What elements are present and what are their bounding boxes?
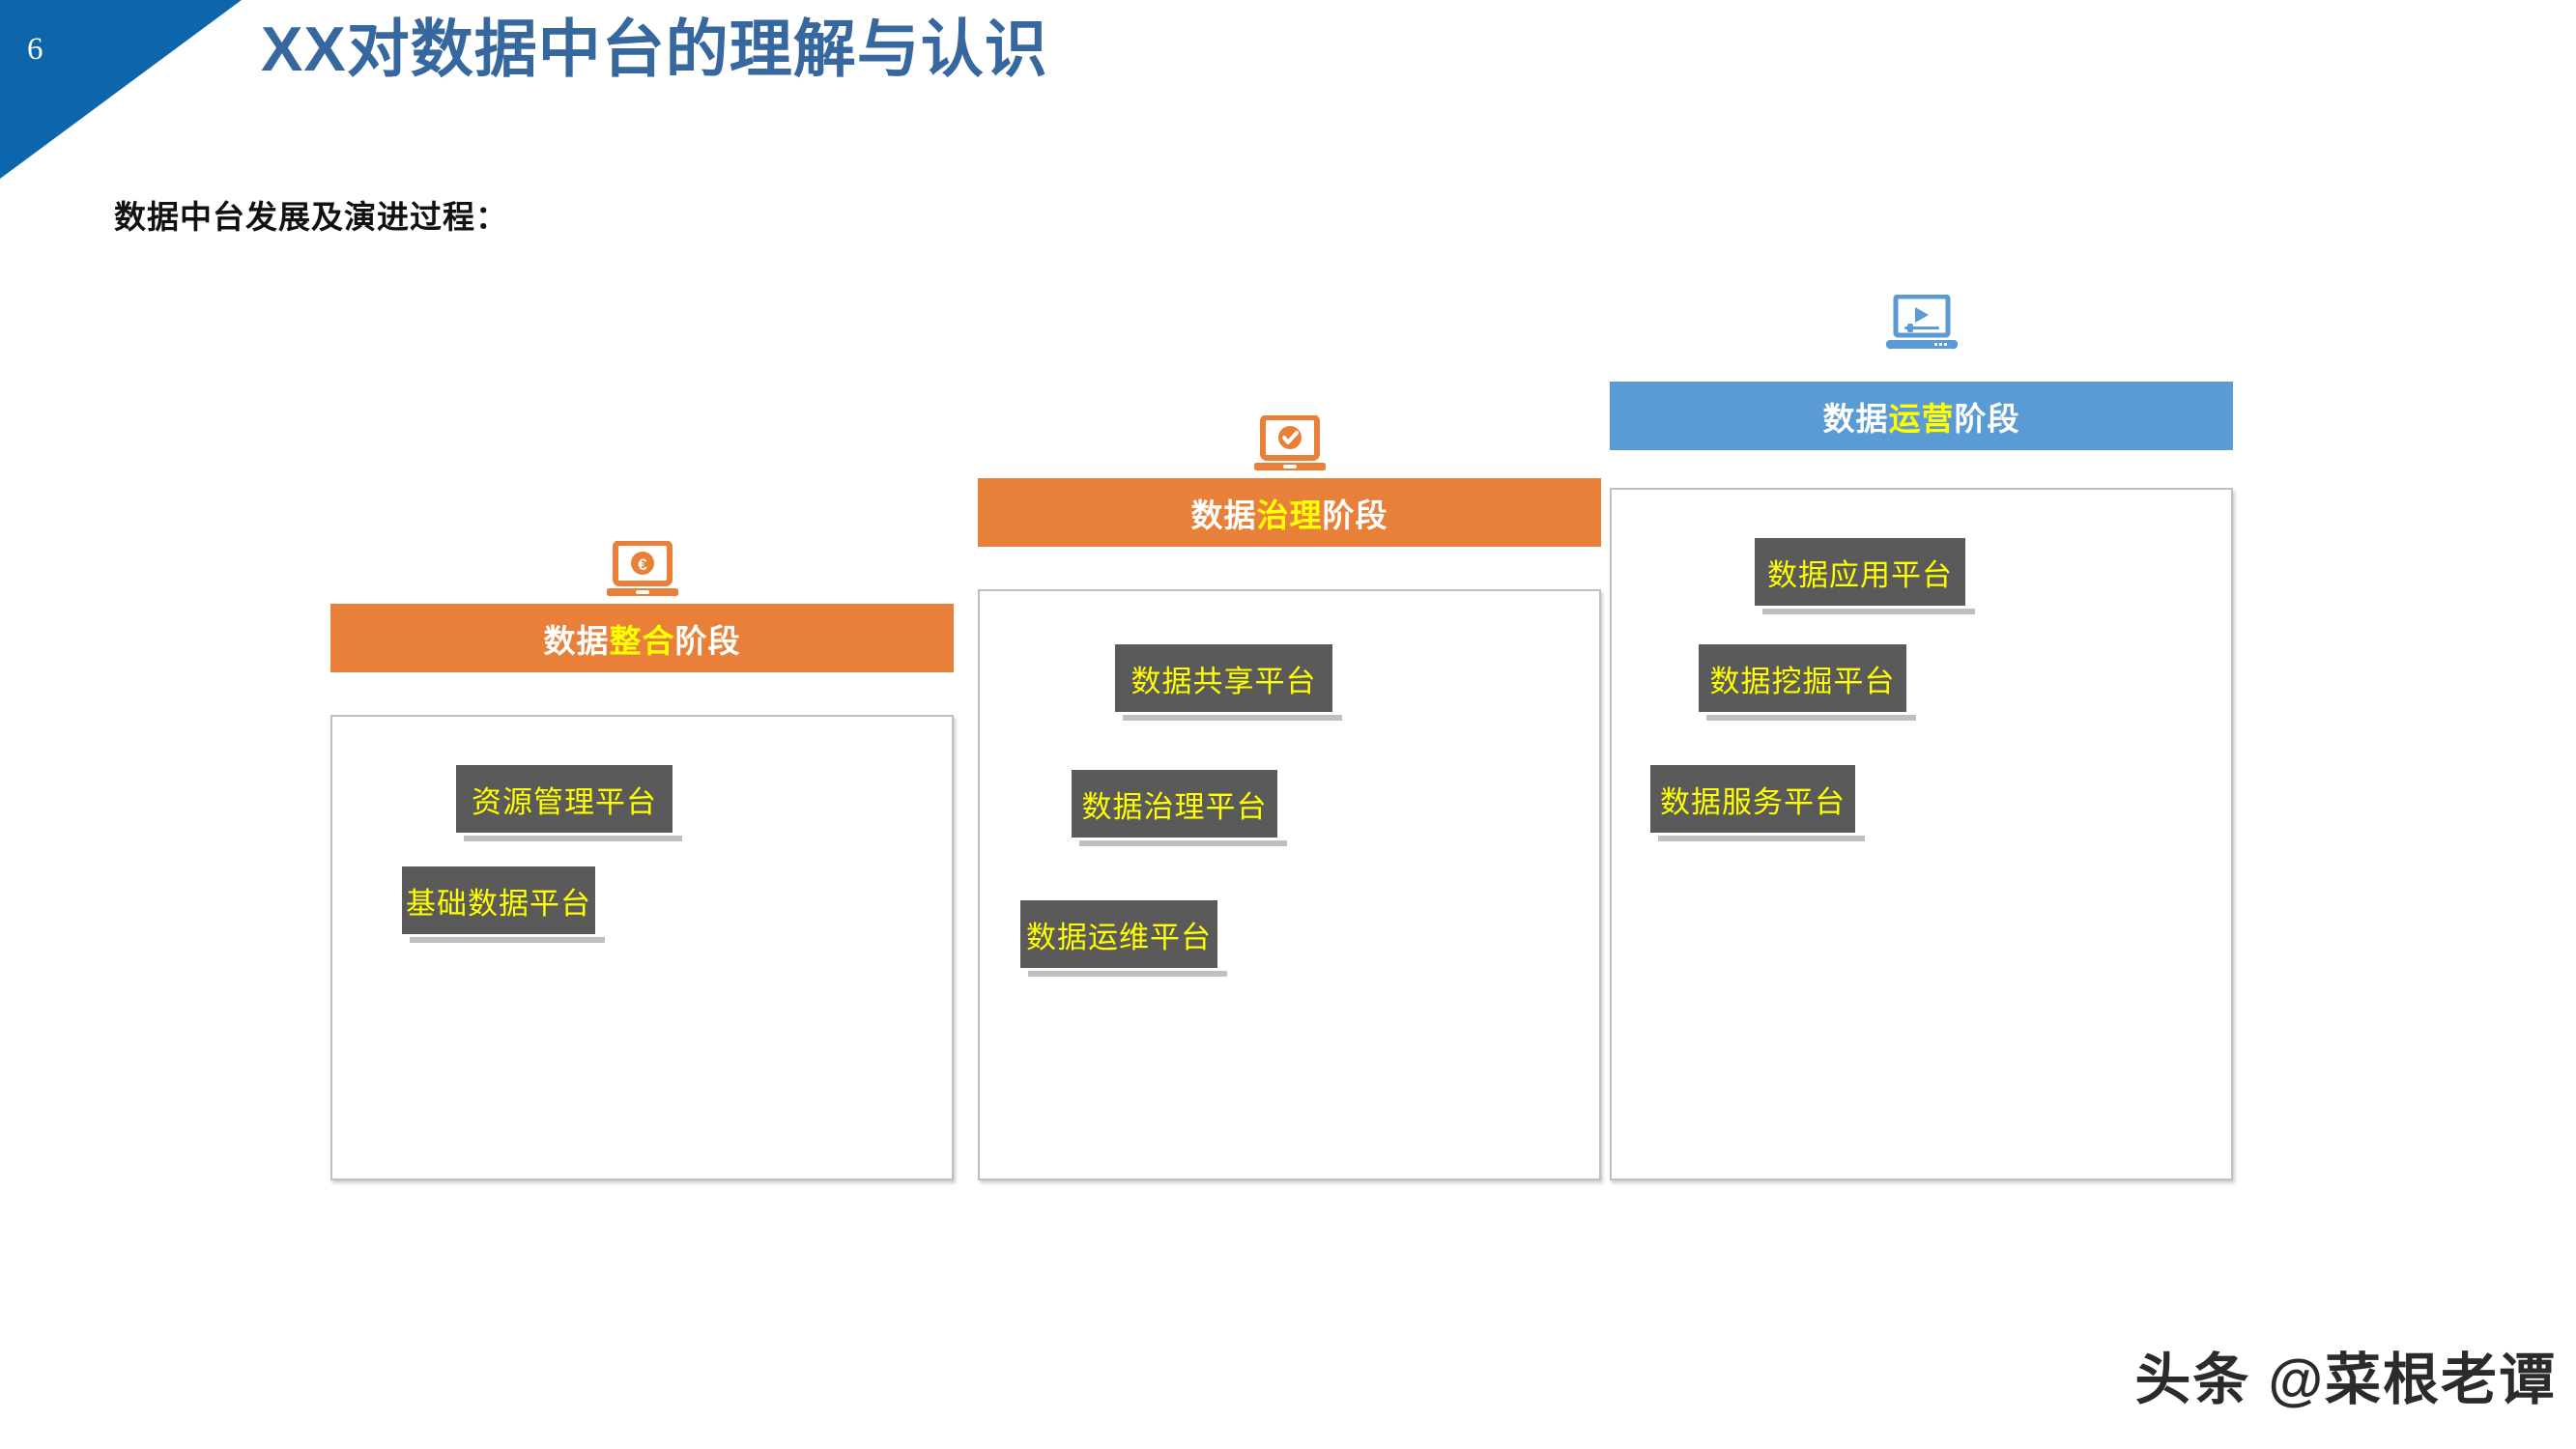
platform-chip[interactable]: 数据服务平台	[1650, 765, 1865, 841]
stage-1-header-suffix: 阶段	[674, 622, 741, 659]
corner-accent-triangle	[0, 0, 242, 179]
page-title: XX对数据中台的理解与认识	[261, 14, 1048, 84]
stage-2-header-highlight: 治理	[1256, 497, 1323, 533]
stage-3-header-prefix: 数据	[1822, 400, 1889, 437]
laptop-euro-icon: €	[605, 540, 679, 601]
stage-2-header-suffix: 阶段	[1322, 497, 1388, 533]
platform-chip[interactable]: 基础数据平台	[402, 867, 605, 943]
stage-3-header-suffix: 阶段	[1954, 400, 2020, 437]
stage-2-body: 数据共享平台 数据治理平台 数据运维平台	[978, 589, 1601, 1180]
stage-1-body: 资源管理平台 基础数据平台	[330, 715, 954, 1180]
svg-text:€: €	[638, 555, 647, 574]
platform-chip[interactable]: 数据共享平台	[1115, 644, 1342, 721]
section-subtitle: 数据中台发展及演进过程：	[114, 199, 508, 235]
platform-chip[interactable]: 数据应用平台	[1755, 538, 1975, 614]
platform-chip[interactable]: 数据运维平台	[1020, 900, 1227, 977]
laptop-check-icon	[1252, 414, 1327, 475]
platform-chip[interactable]: 数据挖掘平台	[1699, 644, 1916, 721]
laptop-play-icon	[1885, 294, 1958, 355]
platform-chip[interactable]: 资源管理平台	[456, 765, 682, 841]
watermark: 头条 @菜根老谭	[2134, 1349, 2557, 1411]
stage-2-header-prefix: 数据	[1190, 497, 1257, 533]
stage-2-header: 数据治理阶段	[978, 478, 1601, 547]
stage-3-header: 数据运营阶段	[1610, 382, 2233, 450]
platform-chip[interactable]: 数据治理平台	[1072, 770, 1287, 846]
stage-1-header-highlight: 整合	[609, 622, 675, 659]
stage-3-body: 数据应用平台 数据挖掘平台 数据服务平台	[1610, 488, 2233, 1180]
stage-1-header: 数据整合阶段	[330, 604, 954, 672]
page-number: 6	[27, 32, 43, 67]
stage-3-header-highlight: 运营	[1888, 400, 1955, 437]
stage-1-header-prefix: 数据	[543, 622, 610, 659]
